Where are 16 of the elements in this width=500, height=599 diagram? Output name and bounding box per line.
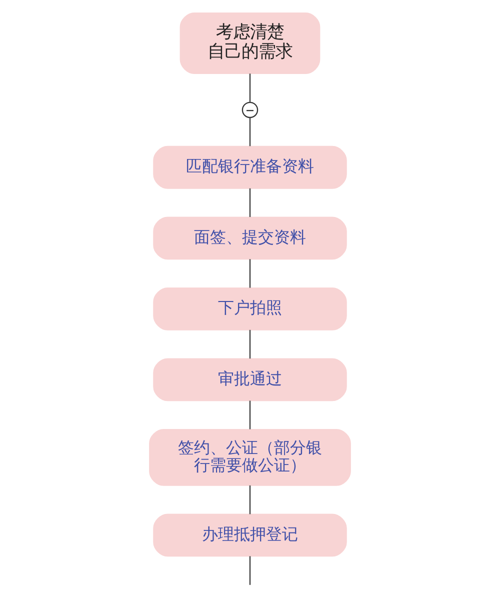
node-circle [242,102,258,118]
node-box: 办理抵押登记 [153,514,347,557]
connector [249,330,251,359]
connector [249,188,251,218]
connector [249,118,251,146]
node-box: 匹配银行准备资料 [153,146,347,189]
connector [249,74,251,102]
connector [249,485,251,514]
node-box: 面签、提交资料 [153,216,347,260]
node-box: 考虑清楚自己的需求 [180,12,320,74]
connector [249,556,251,585]
node-box: 下户拍照 [153,287,347,330]
node-box: 签约、公证（部分银行需要做公证） [149,429,351,486]
node-box: 审批通过 [153,358,347,402]
connector [249,400,251,430]
connector [249,259,251,288]
